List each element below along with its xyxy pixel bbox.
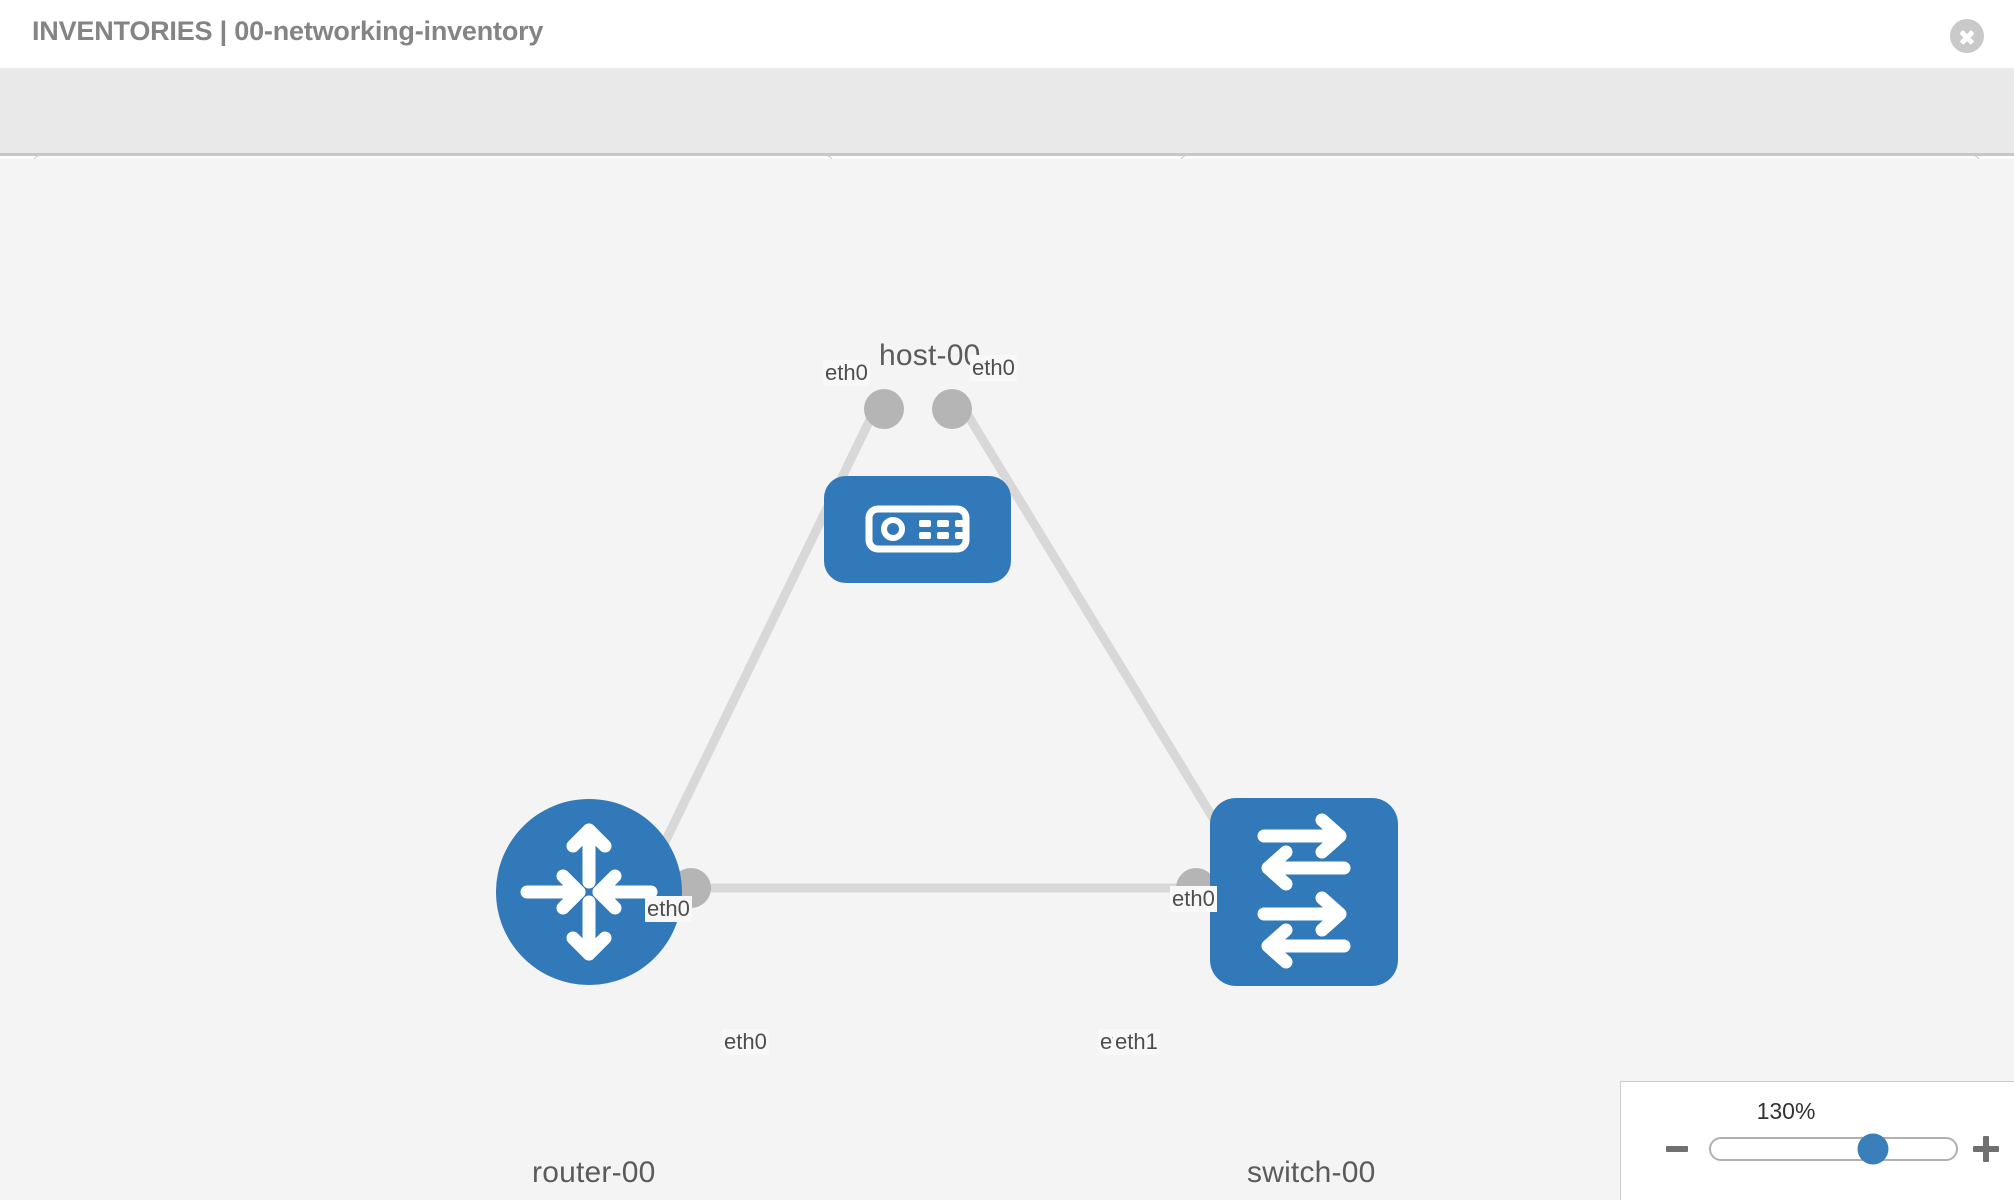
- minus-icon[interactable]: [1666, 1146, 1688, 1152]
- link-host-switch[interactable]: [954, 396, 1242, 862]
- plus-icon[interactable]: [1973, 1136, 1999, 1162]
- port-label-host-right: eth0: [970, 355, 1017, 381]
- close-icon[interactable]: [1950, 19, 1984, 53]
- node-host-00[interactable]: [824, 476, 1011, 583]
- zoom-percent-label: 130%: [1756, 1098, 1816, 1124]
- topology-canvas[interactable]: host-00 router-00 switch-00 eth0 eth0 et…: [0, 159, 2014, 1200]
- port-label-router-eth0: eth0: [722, 1029, 769, 1055]
- port-label-switch-uplink: eth0: [1170, 886, 1217, 912]
- node-switch-00[interactable]: [1210, 798, 1398, 986]
- port-marker-host-right[interactable]: [932, 389, 972, 429]
- node-label-host: host-00: [876, 339, 984, 373]
- zoom-slider-thumb[interactable]: [1857, 1133, 1889, 1165]
- node-label-router: router-00: [529, 1156, 659, 1190]
- port-marker-host-left[interactable]: [864, 389, 904, 429]
- zoom-control[interactable]: 130%: [1620, 1081, 2014, 1200]
- topology-graph: [496, 389, 1398, 986]
- page-title: INVENTORIES | 00-networking-inventory: [32, 16, 544, 46]
- link-layer: [643, 396, 1248, 893]
- node-label-switch: switch-00: [1244, 1156, 1379, 1190]
- link-host-router[interactable]: [643, 397, 885, 879]
- port-label-switch-eth1: eth1: [1113, 1029, 1160, 1055]
- page-header: INVENTORIES | 00-networking-inventory: [0, 0, 2014, 68]
- zoom-slider[interactable]: [1709, 1133, 1958, 1165]
- port-label-host-left: eth0: [823, 360, 870, 386]
- node-router-00[interactable]: [496, 799, 682, 985]
- port-label-router-uplink: eth0: [645, 896, 692, 922]
- toolbar: ACTIONS SEARCH: [0, 68, 2014, 213]
